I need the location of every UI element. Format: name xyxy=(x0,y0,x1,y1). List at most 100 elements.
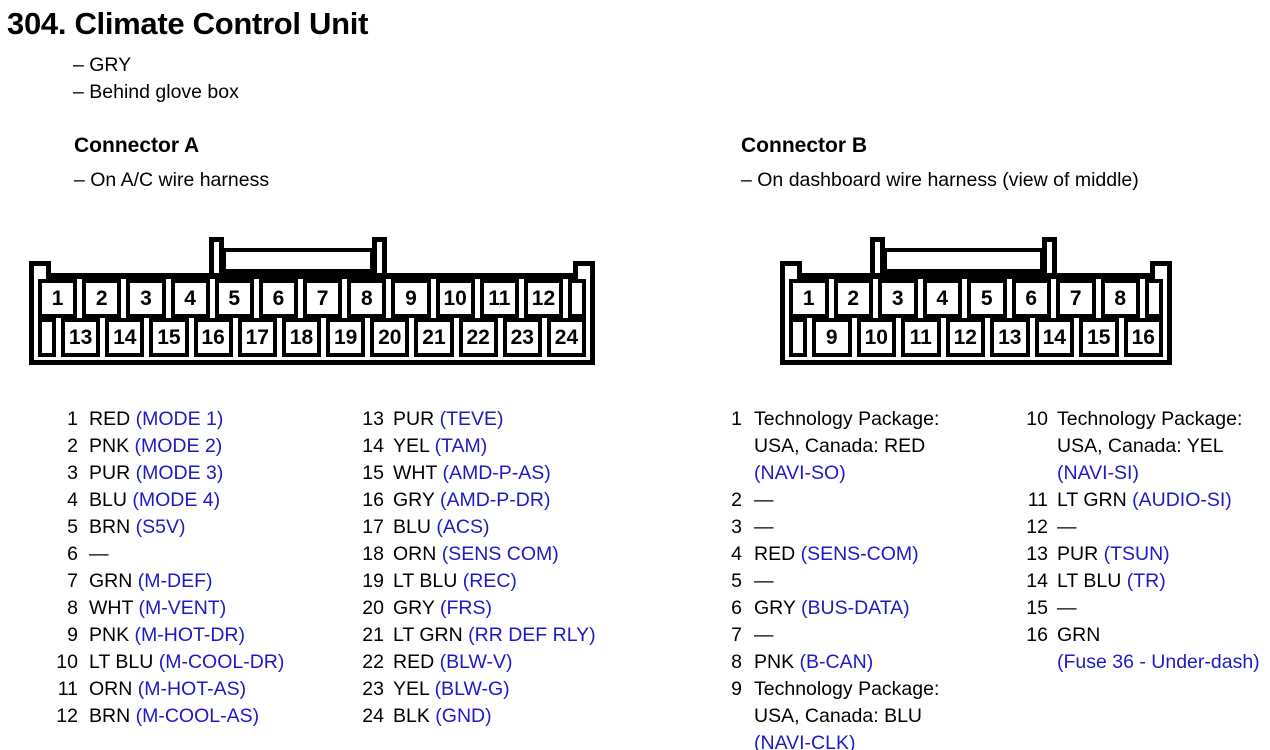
pin-description: BLU (MODE 4) xyxy=(89,487,220,514)
pin-cell: 5 xyxy=(967,279,1007,318)
pin-cell: 7 xyxy=(1056,279,1096,318)
signal-name: (SENS COM) xyxy=(441,543,559,565)
pin-cell: 3 xyxy=(878,279,918,318)
signal-name: (TEVE) xyxy=(439,408,504,430)
signal-name: (B-CAN) xyxy=(799,651,874,673)
pin-description: LT BLU (REC) xyxy=(393,568,517,595)
pin-description: — xyxy=(89,541,109,568)
latch-post-right xyxy=(372,237,387,273)
signal-name: (M-HOT-DR) xyxy=(134,624,245,646)
pin-cell: 16 xyxy=(193,318,233,357)
pin-cell: 8 xyxy=(1100,279,1140,318)
signal-name: (FRS) xyxy=(439,597,492,619)
pin-number: 3 xyxy=(67,462,78,484)
pin-description: RED (SENS-COM) xyxy=(754,541,919,568)
signal-name: (M-COOL-DR) xyxy=(158,651,285,673)
pin-cell: 11 xyxy=(479,279,519,318)
pin-description: YEL (BLW-G) xyxy=(393,676,510,703)
pin-number: 20 xyxy=(362,597,384,619)
connector-a-heading: Connector A xyxy=(74,134,200,157)
pin-description: YEL (TAM) xyxy=(393,433,487,460)
wire-color: LT BLU xyxy=(1057,570,1122,592)
pin-description: — xyxy=(754,514,774,541)
wire-color: GRY xyxy=(754,597,796,619)
wire-color: PNK xyxy=(89,435,130,457)
wire-color: RED xyxy=(89,408,131,430)
wire-color: PNK xyxy=(754,651,795,673)
wire-color: — xyxy=(1057,597,1077,619)
pin-cell: 24 xyxy=(546,318,587,357)
pin-cell: 15 xyxy=(1079,318,1119,357)
pin-description: — xyxy=(1057,514,1077,541)
pin-description: LT BLU (TR) xyxy=(1057,568,1166,595)
pin-cell: 3 xyxy=(126,279,166,318)
signal-name: (AMD-P-DR) xyxy=(439,489,551,511)
pin-row: 7— xyxy=(726,622,939,649)
pin-description: PUR (MODE 3) xyxy=(89,460,223,487)
signal-name: (MODE 3) xyxy=(135,462,224,484)
pin-cell: 4 xyxy=(922,279,962,318)
pin-number: 15 xyxy=(362,462,384,484)
pin-description: PNK (B-CAN) xyxy=(754,649,873,676)
signal-name: (M-VENT) xyxy=(138,597,227,619)
pin-row: 15 WHT (AMD-P-AS) xyxy=(356,460,596,487)
connector-a-note: – On A/C wire harness xyxy=(74,169,270,191)
pin-number: 17 xyxy=(362,516,384,538)
pin-cell: 14 xyxy=(105,318,145,357)
connector-top-edge xyxy=(785,273,1167,279)
wire-color: GRY xyxy=(393,489,435,511)
wire-color: BLU xyxy=(89,489,127,511)
connector-b-header: Connector B – On dashboard wire harness … xyxy=(741,134,1139,192)
pin-cell: 12 xyxy=(523,279,564,318)
wire-color: BLU xyxy=(393,516,431,538)
wire-color: — xyxy=(754,570,774,592)
signal-name: (SENS-COM) xyxy=(800,543,919,565)
wire-color: Technology Package: USA, Canada: RED xyxy=(754,408,940,457)
pin-number: 12 xyxy=(1026,516,1048,538)
blank-cell xyxy=(789,318,807,357)
wire-color: PUR xyxy=(393,408,435,430)
wire-color: Technology Package: USA, Canada: YEL xyxy=(1057,408,1243,457)
pin-description: — xyxy=(754,568,774,595)
pin-cell: 10 xyxy=(856,318,896,357)
pin-number: 2 xyxy=(67,435,78,457)
signal-name: (M-COOL-AS) xyxy=(135,705,260,727)
pin-number: 7 xyxy=(731,624,742,646)
key-notch-left xyxy=(29,261,51,279)
wire-color: LT BLU xyxy=(89,651,154,673)
signal-name: (GND) xyxy=(435,705,492,727)
pin-description: WHT (AMD-P-AS) xyxy=(393,460,551,487)
pin-description: ORN (M-HOT-AS) xyxy=(89,676,246,703)
key-notch-right xyxy=(1150,261,1172,279)
signal-name: (AUDIO-SI) xyxy=(1132,489,1232,511)
wire-color: LT BLU xyxy=(393,570,458,592)
pin-description: BLK (GND) xyxy=(393,703,492,730)
signal-name: (S5V) xyxy=(135,516,186,538)
pin-description: Technology Package: USA, Canada: YEL (NA… xyxy=(1057,406,1242,487)
pin-description: Technology Package: USA, Canada: RED (NA… xyxy=(754,406,939,487)
signal-name: (Fuse 36 - Under-dash) xyxy=(1057,651,1260,673)
pin-cell: 8 xyxy=(347,279,387,318)
pin-cell: 13 xyxy=(61,318,101,357)
pin-number: 18 xyxy=(362,543,384,565)
pin-number: 11 xyxy=(1027,489,1048,511)
pin-cell: 9 xyxy=(391,279,431,318)
pin-description: BLU (ACS) xyxy=(393,514,489,541)
pin-description: GRN (Fuse 36 - Under-dash) xyxy=(1057,622,1260,676)
wire-color: — xyxy=(754,489,774,511)
pin-description: Technology Package: USA, Canada: BLU (NA… xyxy=(754,676,939,750)
signal-name: (TAM) xyxy=(434,435,488,457)
wire-color: BLK xyxy=(393,705,430,727)
